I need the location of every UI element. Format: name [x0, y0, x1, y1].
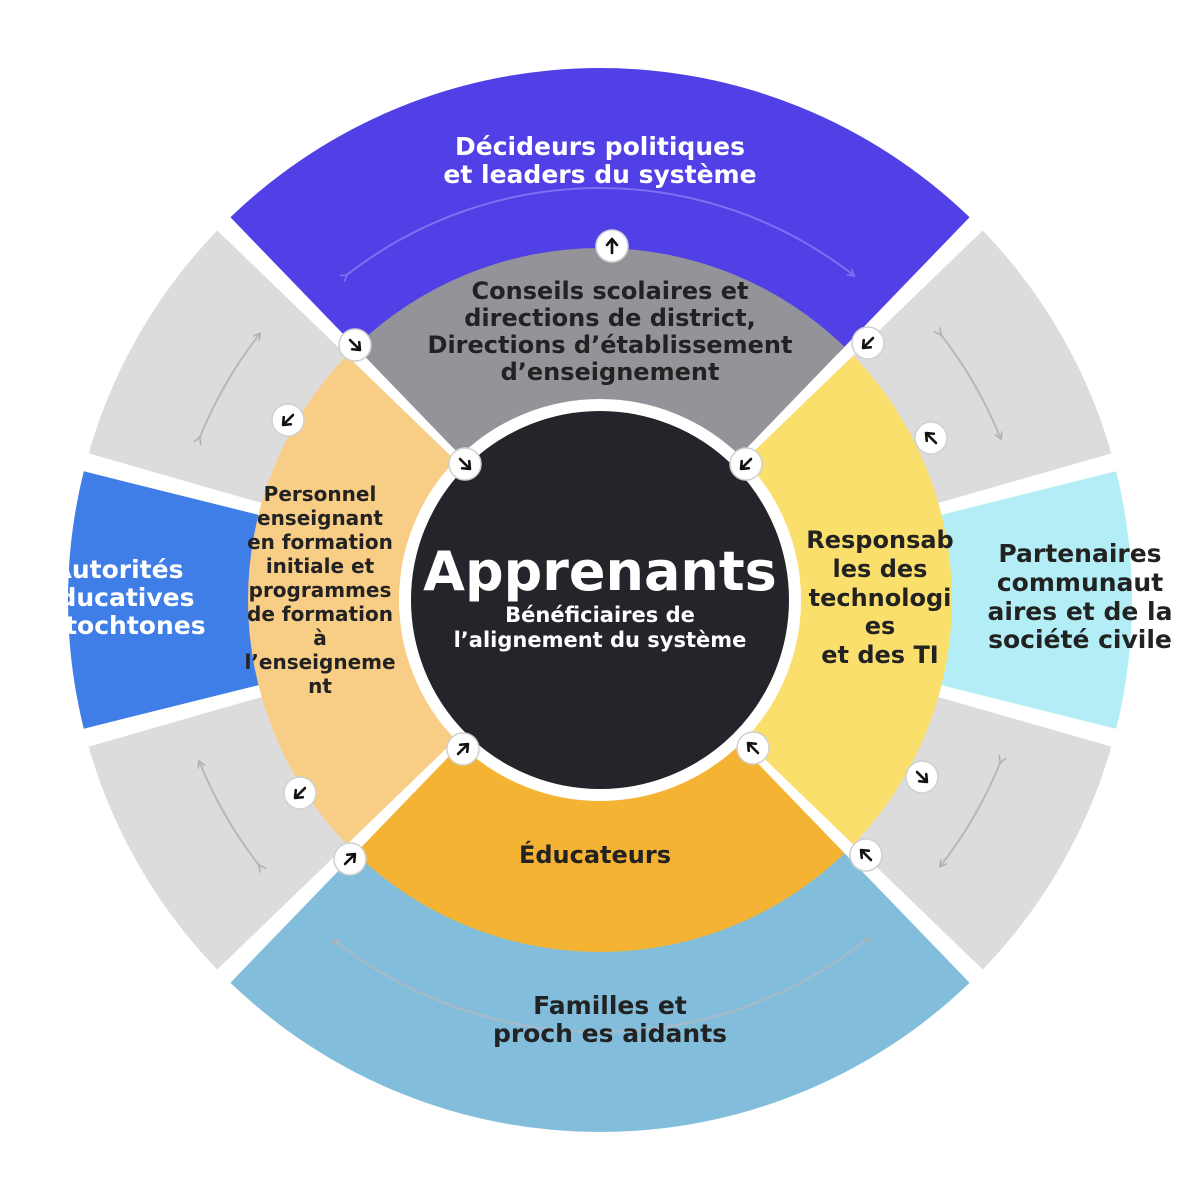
inner-label-right: Responsab les des technologi es et des T… — [806, 526, 954, 670]
arrow-badge-upper-left-icon — [338, 328, 372, 362]
outer-label-right: Partenaires communaut aires et de la soc… — [987, 539, 1173, 655]
arrow-badge-right-low-icon — [905, 760, 939, 794]
inner-sector-top — [355, 247, 845, 464]
arrow-badge-inner-upper-left-icon — [448, 447, 482, 481]
arrow-badge-lower-left-icon — [333, 842, 367, 876]
arrow-badge-top-icon — [595, 229, 629, 263]
inner-label-left: Personnel enseignant en formation initia… — [244, 482, 396, 698]
arrow-badge-right-high-icon — [914, 421, 948, 455]
outer-sector-top — [230, 68, 970, 354]
arc-arrow-bottom-right — [940, 762, 1000, 866]
inner-label-bottom: Éducateurs — [518, 841, 672, 869]
arrow-badge-inner-lower-left-icon — [446, 732, 480, 766]
arc-arrow-top-left — [199, 334, 259, 438]
outer-sector-bottom — [230, 846, 970, 1133]
arrow-badge-inner-lower-right-icon — [736, 731, 770, 765]
outer-sector-left — [68, 471, 269, 729]
outer-label-top: Décideurs politiques et leaders du systè… — [443, 132, 757, 189]
arc-arrow-top-right — [940, 334, 1000, 438]
center-subtitle: Bénéficiaires de l’alignement du système — [453, 603, 747, 653]
arc-arrow-top — [346, 187, 853, 275]
inner-sector-bottom — [355, 736, 845, 952]
arc-arrow-bottom-left — [199, 762, 259, 866]
outer-label-bottom: Familles et proch es aidants — [492, 991, 728, 1048]
inner-sector-left — [247, 355, 464, 845]
arrow-badge-lower-right-icon — [849, 838, 883, 872]
arrow-badge-left-low-icon — [283, 776, 317, 810]
outer-label-left: Autorités éducatives autochtones — [30, 555, 206, 640]
arrow-badge-upper-right-icon — [851, 326, 885, 360]
outer-sector-right — [931, 471, 1132, 729]
center-circle — [399, 399, 801, 801]
center-title: Apprenants — [423, 540, 777, 603]
inner-sector-right — [736, 355, 952, 845]
arrow-badge-left-high-icon — [271, 403, 305, 437]
inner-label-top: Conseils scolaires et directions de dist… — [427, 277, 793, 386]
arc-arrow-bottom — [334, 940, 866, 1034]
arrow-badge-inner-upper-right-icon — [729, 447, 763, 481]
